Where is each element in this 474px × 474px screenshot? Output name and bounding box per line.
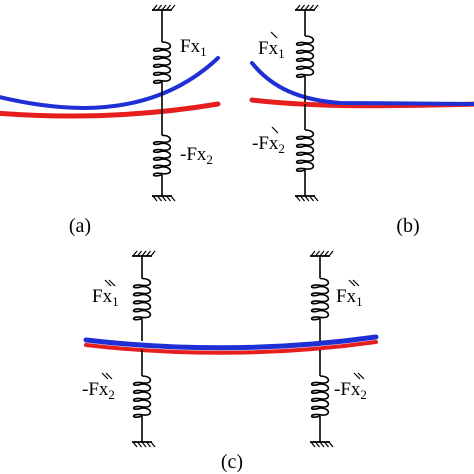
panel-c-right-lower-spring-coil bbox=[310, 375, 330, 419]
panel-c-right-upper-force-label-prime-mark bbox=[348, 279, 356, 287]
panel-a-upper-spring bbox=[152, 4, 176, 114]
panel-c-right-upper-spring bbox=[310, 250, 334, 341]
panel-c-right-upper-spring-ground-icon bbox=[310, 250, 334, 257]
panel-c-right-lower-force-label-prime-mark bbox=[357, 372, 365, 380]
panel-a-deformed-beam bbox=[0, 56, 220, 110]
panel-c-right-lower-force-label-prime-mark bbox=[353, 372, 361, 380]
panel-b-upper-spring-coil bbox=[295, 35, 315, 79]
panel-b: Fx1 -Fx2 (b) bbox=[249, 4, 474, 237]
panel-c-left-lower-force-label: -Fx2 bbox=[82, 372, 115, 402]
panel-a-lower-spring-coil bbox=[152, 134, 172, 177]
panel-c-left-upper-force-label-prime-mark bbox=[108, 279, 116, 287]
panel-c-reference-beam bbox=[84, 340, 378, 355]
panel-c-left-upper-force-label: Fx1 bbox=[92, 279, 119, 309]
panel-b-lower-force-label: -Fx2 bbox=[252, 126, 285, 156]
panel-a-lower-force-label: -Fx2 bbox=[180, 144, 213, 167]
panel-c-deformed-beam bbox=[83, 334, 379, 351]
panel-c-right-upper-spring-coil bbox=[310, 277, 330, 321]
panel-a-upper-spring-coil bbox=[152, 41, 172, 85]
panel-c-left-upper-spring-ground-icon bbox=[132, 250, 156, 257]
panel-c-left-lower-spring-coil bbox=[132, 375, 152, 419]
panel-c-left-upper-spring bbox=[132, 250, 156, 341]
panel-c-left-lower-spring-ground-icon bbox=[132, 441, 156, 448]
svg-text:Fx1: Fx1 bbox=[258, 38, 285, 61]
panel-c-caption: (c) bbox=[221, 451, 243, 473]
panel-b-caption: (b) bbox=[396, 215, 419, 237]
panel-b-lower-spring bbox=[295, 104, 319, 202]
panel-c: Fx1 -Fx2 Fx1 -Fx2 (c) bbox=[82, 250, 379, 473]
panel-b-deformed-beam bbox=[250, 61, 474, 106]
svg-text:-Fx2: -Fx2 bbox=[82, 379, 115, 402]
panel-c-left-upper-spring-coil bbox=[132, 277, 152, 321]
panel-a: Fx1 -Fx2 (a) bbox=[0, 4, 221, 237]
panel-c-right-lower-force-label: -Fx2 bbox=[334, 372, 367, 402]
svg-text:-Fx2: -Fx2 bbox=[334, 379, 367, 402]
panel-c-right-lower-spring-ground-icon bbox=[310, 441, 334, 448]
panel-a-reference-beam bbox=[0, 101, 221, 119]
panel-c-left-upper-force-label-prime-mark bbox=[104, 279, 112, 287]
panel-a-upper-spring-ground-icon bbox=[152, 4, 176, 11]
panel-b-upper-spring-ground-icon bbox=[295, 4, 319, 11]
panel-b-upper-spring bbox=[295, 4, 319, 102]
panel-a-caption: (a) bbox=[69, 215, 91, 237]
svg-text:Fx1: Fx1 bbox=[92, 286, 119, 309]
panel-b-lower-spring-coil bbox=[295, 129, 315, 173]
panel-c-left-lower-spring bbox=[132, 350, 156, 448]
panel-c-left-lower-force-label-prime-mark bbox=[101, 372, 109, 380]
svg-text:Fx1: Fx1 bbox=[336, 286, 363, 309]
svg-text:-Fx2: -Fx2 bbox=[252, 133, 285, 156]
panel-c-left-lower-force-label-prime-mark bbox=[105, 372, 113, 380]
panel-c-right-upper-force-label: Fx1 bbox=[336, 279, 363, 309]
panel-c-right-upper-force-label-prime-mark bbox=[352, 279, 360, 287]
panel-b-upper-force-label-prime-mark bbox=[270, 31, 278, 39]
panel-b-lower-spring-ground-icon bbox=[295, 195, 319, 202]
panel-b-lower-force-label-prime-mark bbox=[271, 126, 279, 134]
panel-c-right-lower-spring bbox=[310, 350, 334, 448]
panel-a-upper-force-label: Fx1 bbox=[180, 36, 207, 59]
panel-a-lower-spring bbox=[152, 114, 176, 202]
panel-a-lower-spring-ground-icon bbox=[152, 195, 176, 202]
panel-b-upper-force-label: Fx1 bbox=[258, 31, 285, 61]
